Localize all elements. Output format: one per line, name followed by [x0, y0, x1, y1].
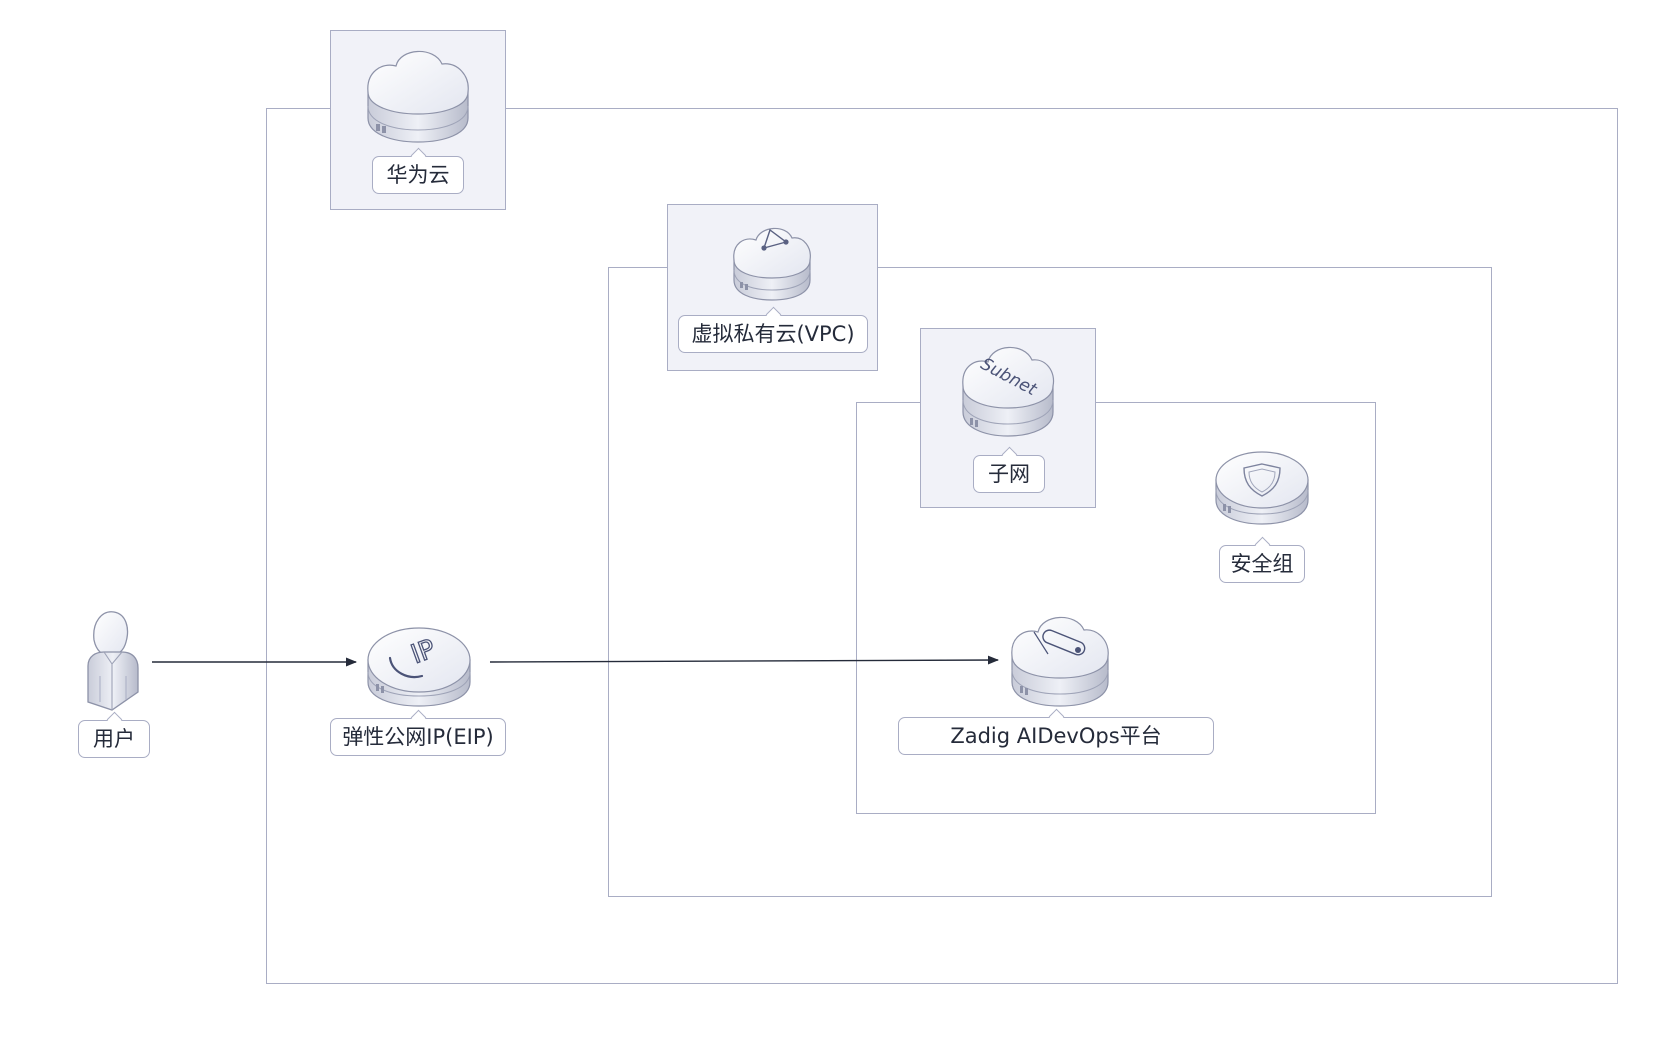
zadig-label: Zadig AIDevOps平台 [898, 717, 1214, 755]
security-group-label: 安全组 [1219, 545, 1305, 583]
huawei-cloud-region [266, 108, 1618, 984]
shield-icon [1215, 451, 1309, 525]
edge-eip-to-zadig [489, 655, 1000, 665]
vpc-label: 虚拟私有云(VPC) [678, 315, 868, 353]
subnet-icon: Subnet [962, 346, 1055, 437]
cloud-icon [367, 50, 469, 143]
vpc-region [608, 267, 1492, 897]
user-label: 用户 [78, 720, 150, 758]
vpc-icon [733, 227, 811, 301]
huawei-cloud-label: 华为云 [372, 156, 464, 194]
user-icon [87, 611, 139, 711]
subnet-region [856, 402, 1376, 814]
server-icon [1011, 616, 1109, 707]
eip-label: 弹性公网IP(EIP) [330, 718, 506, 756]
eip-icon: IP [367, 627, 471, 707]
subnet-label: 子网 [973, 455, 1045, 493]
